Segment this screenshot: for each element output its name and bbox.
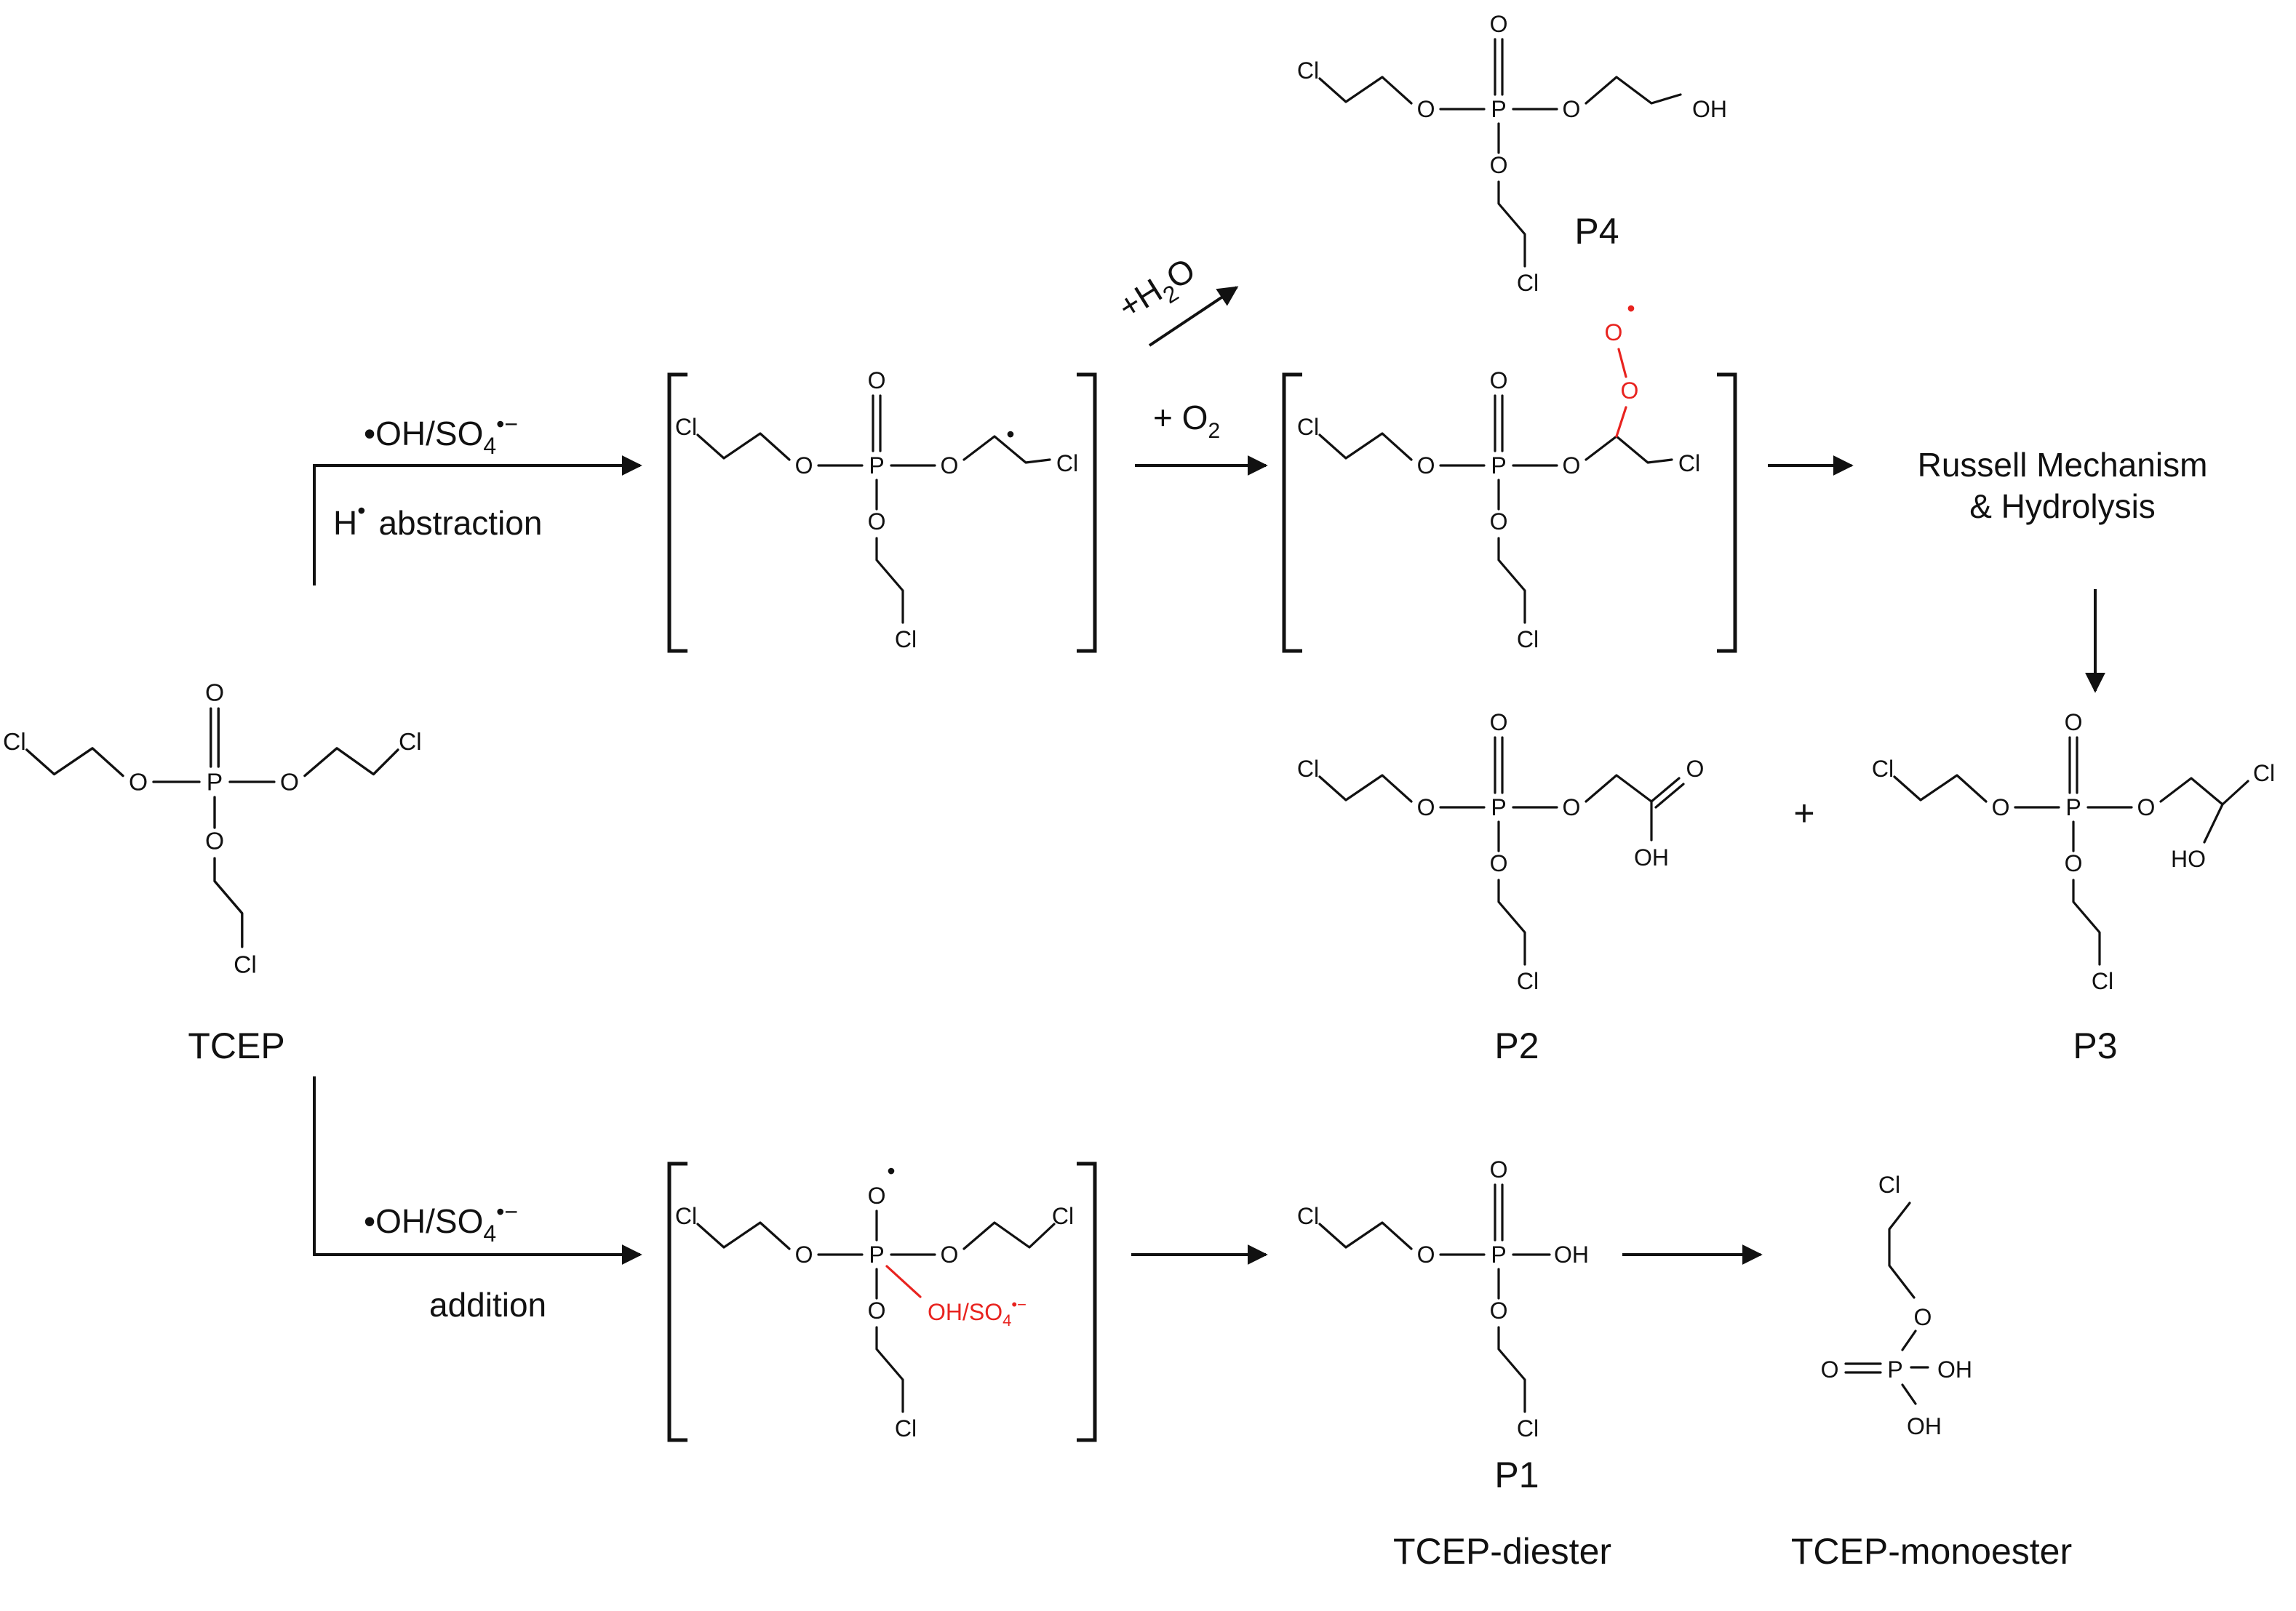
monoester-molecule: P O OH OH O Cl — [1821, 1172, 1972, 1439]
plus-h2o-label: +H2O — [1112, 250, 1205, 332]
svg-text:O: O — [1563, 794, 1581, 820]
svg-text:O: O — [941, 452, 959, 479]
svg-text:O: O — [941, 1242, 959, 1268]
carbon-radical-intermediate: O • Cl — [674, 366, 1078, 654]
peroxyl-radical-intermediate: O Cl O O • — [1296, 295, 1700, 654]
russell-line-2: & Hydrolysis — [1969, 487, 2156, 525]
adduct-intermediate: P O • O O O Cl OH/SO4•− — [674, 1158, 1074, 1443]
svg-text:O: O — [1563, 452, 1581, 479]
svg-text:OH: OH — [1937, 1356, 1972, 1383]
svg-text:O: O — [1621, 377, 1639, 404]
svg-text:Cl: Cl — [1678, 450, 1700, 476]
svg-text:O: O — [2137, 794, 2156, 820]
svg-text:HO: HO — [2171, 846, 2206, 872]
p3-label: P3 — [2073, 1026, 2117, 1066]
tcep-molecule: O Cl — [1, 679, 422, 980]
bracket-right-1 — [1077, 372, 1097, 653]
svg-text:•: • — [1627, 295, 1635, 321]
svg-text:O: O — [1914, 1304, 1932, 1330]
svg-text:O: O — [280, 769, 299, 796]
svg-text:Cl: Cl — [1052, 1203, 1074, 1229]
svg-text:O: O — [1563, 96, 1581, 122]
bracket-right-2 — [1717, 372, 1737, 653]
p4-label: P4 — [1574, 211, 1619, 252]
adduct-oh-label: OH/SO4•− — [928, 1295, 1027, 1330]
p4-molecule: O OH — [1296, 9, 1727, 297]
plus-sign: + — [1793, 793, 1814, 834]
bracket-left-3 — [667, 1162, 687, 1442]
svg-text:OH: OH — [1692, 96, 1727, 122]
bracket-right-3 — [1077, 1162, 1097, 1442]
svg-text:OH: OH — [1634, 844, 1669, 871]
bracket-left-1 — [667, 372, 687, 653]
svg-text:Cl: Cl — [399, 729, 422, 756]
p1-label: P1 — [1494, 1455, 1539, 1495]
svg-text:•: • — [887, 1158, 895, 1184]
svg-text:Cl: Cl — [1056, 450, 1078, 476]
oxidant-label-bottom: •OH/SO4•− — [364, 1199, 518, 1247]
p2-label: P2 — [1494, 1026, 1539, 1066]
tcep-monoester-label: TCEP-monoester — [1791, 1531, 2072, 1572]
svg-text:O: O — [795, 1242, 813, 1268]
svg-text:Cl: Cl — [2253, 760, 2275, 786]
svg-text:•: • — [1006, 421, 1014, 447]
svg-text:O: O — [868, 1183, 886, 1209]
abstraction-arrow — [313, 455, 642, 585]
oxidant-label-top: •OH/SO4•− — [364, 411, 518, 459]
svg-text:P: P — [1887, 1356, 1902, 1383]
tcep-diester-label: TCEP-diester — [1393, 1531, 1611, 1572]
p3-molecule: O Cl HO — [1870, 708, 2275, 996]
svg-text:O: O — [1686, 756, 1705, 782]
water-arrow — [1148, 286, 1239, 347]
svg-text:P: P — [869, 1242, 884, 1268]
p2-molecule: O O OH — [1296, 708, 1705, 996]
addition-label: addition — [429, 1286, 546, 1324]
plus-o2-label: + O2 — [1153, 399, 1220, 443]
addition-arrow — [313, 1076, 642, 1265]
svg-text:O: O — [868, 1298, 886, 1324]
svg-text:O: O — [1821, 1356, 1839, 1383]
p1-molecule: OH — [1296, 1155, 1589, 1443]
abstraction-label: H•abstraction — [333, 497, 542, 542]
bracket-left-2 — [1282, 372, 1302, 653]
svg-text:Cl: Cl — [1878, 1172, 1900, 1198]
svg-text:OH: OH — [1554, 1242, 1589, 1268]
svg-text:O: O — [1605, 319, 1623, 345]
tcep-label: TCEP — [188, 1026, 284, 1066]
svg-text:OH: OH — [1907, 1413, 1942, 1439]
russell-line-1: Russell Mechanism — [1918, 446, 2208, 484]
